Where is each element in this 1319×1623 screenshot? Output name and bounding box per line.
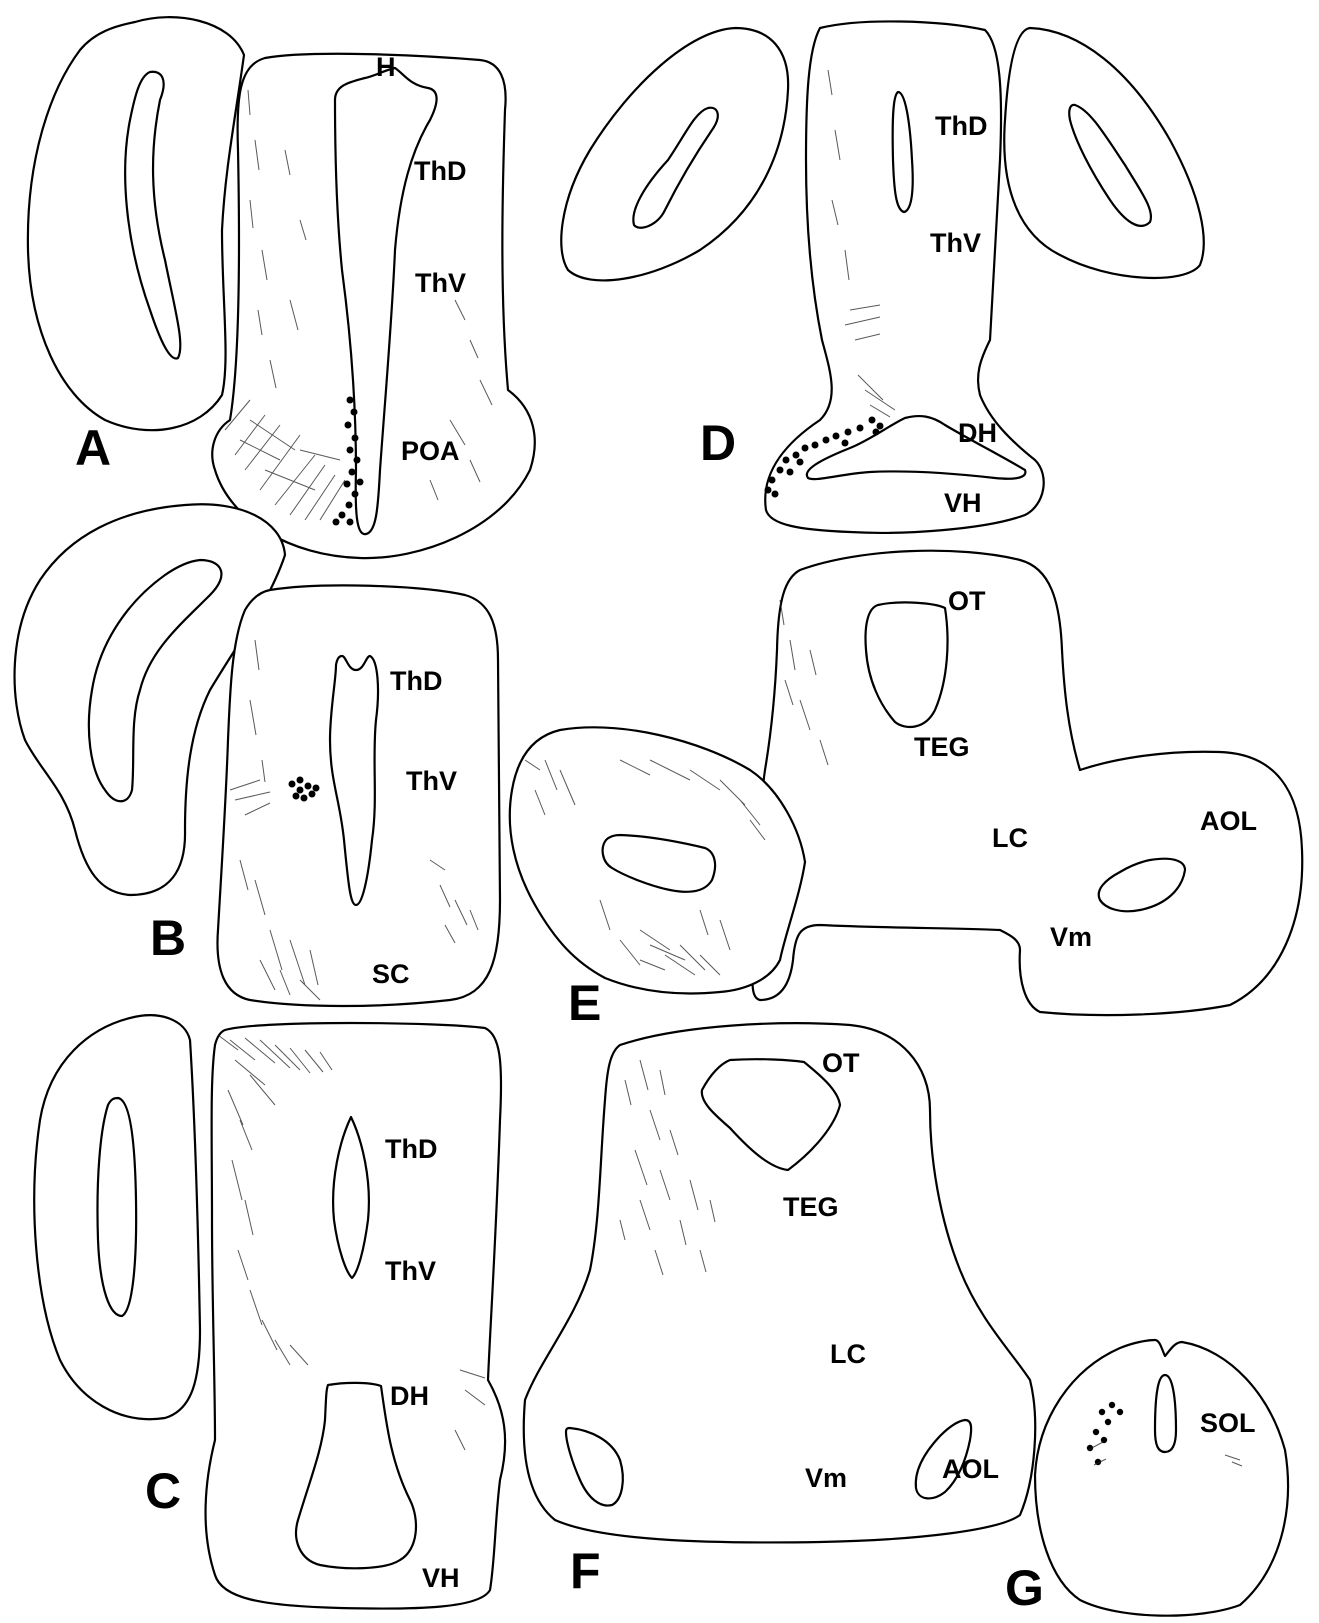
panel-a-label-poa: POA — [401, 436, 460, 466]
panel-a-letter: A — [75, 420, 111, 476]
panel-g: SOL G — [1005, 1340, 1288, 1616]
panel-c-label-thd: ThD — [385, 1134, 437, 1164]
panel-g-label-sol: SOL — [1200, 1408, 1256, 1438]
panel-e-optic-tectum-body — [753, 551, 1303, 1015]
panel-b-label-sc: SC — [372, 959, 410, 989]
panel-d: ThD ThV DH VH D — [561, 21, 1203, 532]
panel-e: OT TEG LC AOL Vm E — [510, 551, 1302, 1031]
panel-f-label-teg: TEG — [783, 1192, 839, 1222]
panel-d-letter: D — [700, 415, 736, 471]
panel-f: OT TEG LC AOL Vm F — [524, 1023, 1035, 1599]
panel-d-label-vh: VH — [944, 488, 982, 518]
panel-c-telencephalon-ventricle — [97, 1098, 136, 1316]
panel-a-label-thv: ThV — [415, 268, 466, 298]
panel-g-central-canal — [1155, 1375, 1176, 1452]
panel-c-letter: C — [145, 1463, 181, 1519]
panel-d-label-thv: ThV — [930, 228, 981, 258]
panel-e-label-lc: LC — [992, 823, 1028, 853]
panel-b-label-thd: ThD — [390, 666, 442, 696]
panel-f-label-vm: Vm — [805, 1463, 847, 1493]
panel-d-label-thd: ThD — [935, 111, 987, 141]
panel-a-label-thd: ThD — [414, 156, 466, 186]
panel-f-label-aol: AOL — [942, 1454, 999, 1484]
panel-b-letter: B — [150, 910, 186, 966]
panel-d-label-dh: DH — [958, 418, 997, 448]
panel-f-label-ot: OT — [822, 1048, 860, 1078]
panel-b-label-thv: ThV — [406, 766, 457, 796]
panel-g-letter: G — [1005, 1560, 1044, 1616]
panel-c-label-thv: ThV — [385, 1256, 436, 1286]
panel-e-letter: E — [568, 975, 601, 1031]
panel-f-label-lc: LC — [830, 1339, 866, 1369]
panel-a: H ThD ThV POA A — [28, 17, 535, 558]
panel-c: ThD ThV DH VH C — [34, 1015, 505, 1608]
panel-f-letter: F — [570, 1543, 601, 1599]
panel-a-label-h: H — [376, 52, 396, 82]
panel-c-label-dh: DH — [390, 1381, 429, 1411]
panel-e-label-teg: TEG — [914, 732, 970, 762]
panel-c-label-vh: VH — [422, 1563, 460, 1593]
panel-e-label-aol: AOL — [1200, 806, 1257, 836]
panel-b: ThD ThV SC B — [15, 504, 500, 1006]
panel-e-label-ot: OT — [948, 586, 986, 616]
panel-e-label-vm: Vm — [1050, 922, 1092, 952]
